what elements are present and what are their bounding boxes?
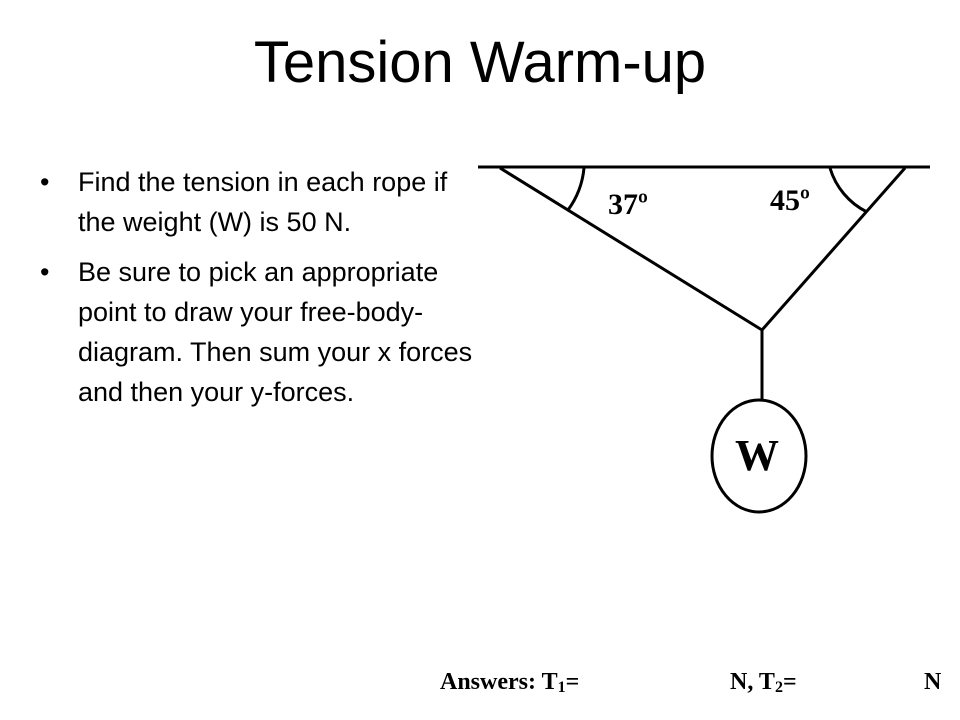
bullet-dot-icon: •	[40, 167, 50, 197]
angle-arc-right	[828, 167, 868, 214]
answers-t1: Answers: T1=	[440, 667, 579, 703]
t2-equals: =	[782, 669, 797, 695]
angle-label-left: 37º	[608, 188, 648, 221]
bullet-item: • Be sure to pick an appropriate point t…	[40, 252, 485, 412]
bullet-dot-icon: •	[40, 257, 50, 287]
weight-circle	[710, 398, 808, 514]
t1-equals: =	[565, 669, 580, 695]
t1-unit: N,	[730, 669, 754, 695]
t2-subscript: 2	[774, 679, 783, 696]
angle-label-right: 45º	[770, 184, 810, 217]
slide-title: Tension Warm-up	[253, 30, 707, 95]
answers-t2: N, T2=	[730, 667, 797, 703]
bullet-text: Be sure to pick an appropriate point to …	[78, 257, 473, 407]
answers-t2-unit: N	[924, 667, 941, 697]
rope-right	[760, 167, 907, 331]
bullet-item: • Find the tension in each rope if the w…	[40, 162, 485, 242]
angle-arc-left	[566, 167, 586, 211]
rope-left	[499, 166, 763, 332]
bullet-list: • Find the tension in each rope if the w…	[40, 162, 485, 422]
weight-label: W	[735, 431, 779, 480]
t2-unit: N	[924, 669, 942, 695]
t1-subscript: 1	[557, 679, 566, 696]
t1-symbol: T	[541, 669, 558, 695]
answers-label: Answers:	[440, 669, 536, 695]
bullet-text: Find the tension in each rope if the wei…	[78, 167, 448, 237]
t2-symbol: T	[758, 669, 775, 695]
